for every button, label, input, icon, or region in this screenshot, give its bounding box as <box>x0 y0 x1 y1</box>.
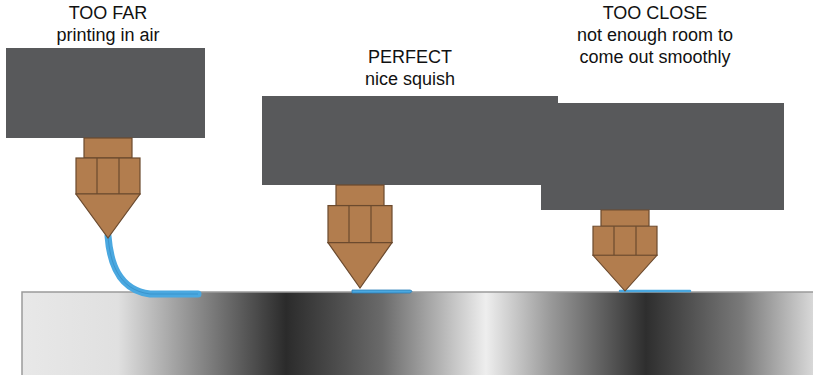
filament <box>108 236 198 294</box>
nozzle <box>593 210 657 291</box>
state-heading: PERFECT <box>300 46 520 68</box>
state-note: printing in air <box>8 24 208 46</box>
heater-block <box>262 96 558 185</box>
filament <box>352 290 412 293</box>
heater-block <box>541 103 784 210</box>
filament <box>620 290 690 293</box>
state-heading: TOO CLOSE <box>535 2 775 24</box>
nozzle <box>76 138 140 238</box>
print-bed <box>22 292 813 375</box>
state-note: not enough room to come out smoothly <box>555 24 755 68</box>
nozzle <box>328 185 392 288</box>
heater-block <box>6 48 205 138</box>
state-note: nice squish <box>300 68 520 90</box>
state-heading: TOO FAR <box>8 2 208 24</box>
